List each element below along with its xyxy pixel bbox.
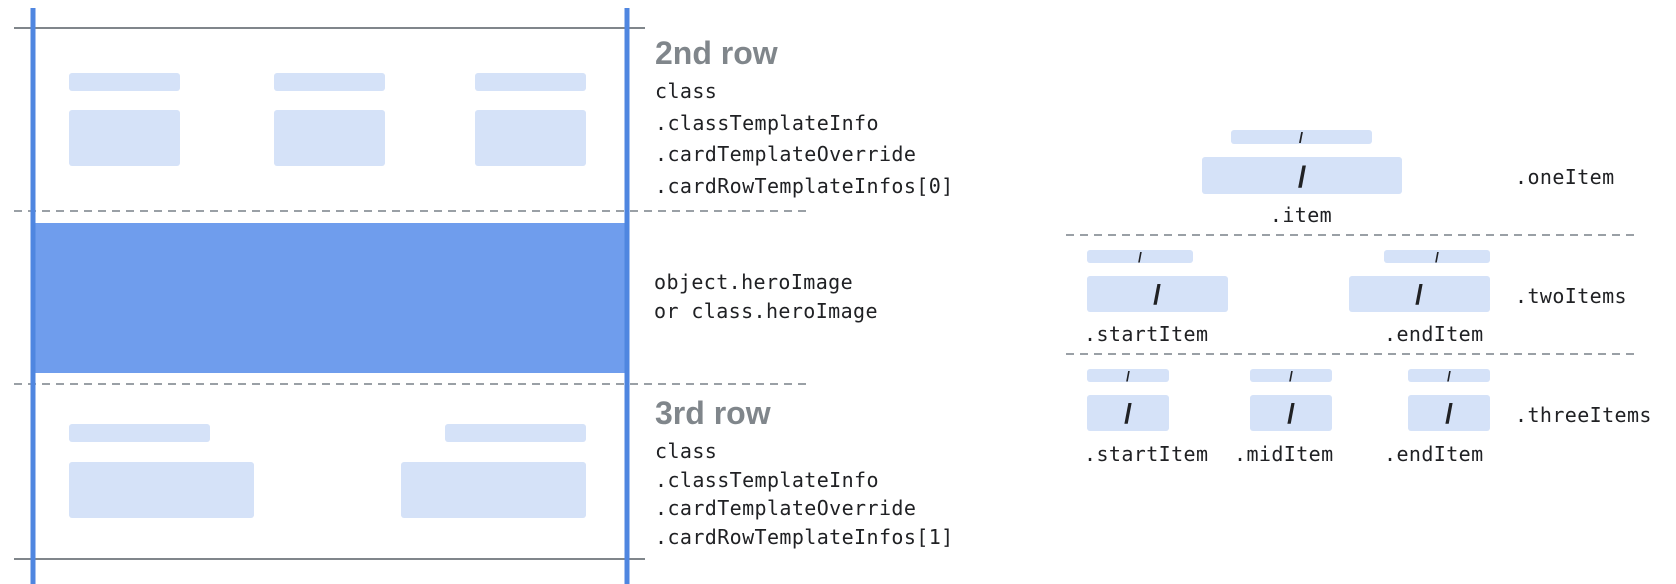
second-row-annotation: 2nd row class .classTemplateInfo .cardTe… (655, 35, 954, 198)
second-row-heading: 2nd row (655, 35, 778, 71)
placeholder-body (69, 462, 254, 518)
placeholder-body (401, 462, 586, 518)
start-item-header-placeholder (1087, 250, 1193, 263)
second-row-line: class (655, 79, 717, 103)
hero-line: or class.heroImage (654, 299, 878, 323)
slash-separator: / (1124, 398, 1132, 429)
mid-item-header-placeholder (1250, 369, 1332, 382)
one-item-label: .oneItem (1515, 165, 1615, 189)
two-items-layout: / / / / .startItem .endItem .twoItems (1084, 249, 1627, 346)
start-item-body-placeholder (1087, 395, 1169, 431)
end-item-body-placeholder (1349, 276, 1490, 312)
third-row-line: class (655, 439, 717, 463)
second-row-line: .classTemplateInfo (655, 111, 879, 135)
three-items-label: .threeItems (1515, 403, 1652, 427)
third-row-placeholders (69, 424, 586, 518)
end-item-label: .endItem (1384, 442, 1484, 466)
third-row-line: .cardTemplateOverride (655, 496, 916, 520)
item-label: .item (1270, 203, 1332, 227)
second-row-line: .cardTemplateOverride (655, 142, 916, 166)
slash-separator: / (1299, 130, 1304, 147)
hero-line: object.heroImage (654, 270, 853, 294)
second-row-placeholders (69, 73, 586, 166)
slash-separator: / (1138, 249, 1142, 265)
placeholder-body (475, 110, 586, 166)
hero-image-area (32, 223, 626, 373)
third-row-heading: 3rd row (655, 395, 771, 431)
placeholder-header (69, 73, 180, 91)
three-items-layout: / / / / / / .startItem .midItem .endItem… (1084, 368, 1652, 466)
placeholder-header (445, 424, 586, 442)
start-item-label: .startItem (1084, 322, 1208, 346)
slash-separator: / (1287, 398, 1295, 429)
end-item-body-placeholder (1408, 395, 1490, 431)
item-header-placeholder (1231, 130, 1372, 144)
third-row-line: .classTemplateInfo (655, 468, 879, 492)
slash-separator: / (1415, 279, 1423, 310)
start-item-label: .startItem (1084, 442, 1208, 466)
placeholder-body (274, 110, 385, 166)
end-item-label: .endItem (1384, 322, 1484, 346)
slash-separator: / (1289, 368, 1293, 384)
third-row-annotation: 3rd row class .classTemplateInfo .cardTe… (655, 395, 954, 549)
end-item-header-placeholder (1384, 250, 1490, 263)
placeholder-header (475, 73, 586, 91)
slash-separator: / (1298, 161, 1307, 194)
two-items-label: .twoItems (1515, 284, 1627, 308)
item-body-placeholder (1202, 157, 1402, 194)
start-item-body-placeholder (1087, 276, 1228, 312)
slash-separator: / (1126, 368, 1130, 384)
placeholder-body (69, 110, 180, 166)
start-item-header-placeholder (1087, 369, 1169, 382)
second-row-line: .cardRowTemplateInfos[0] (655, 174, 954, 198)
hero-annotation: object.heroImage or class.heroImage (654, 270, 878, 323)
mid-item-body-placeholder (1250, 395, 1332, 431)
slash-separator: / (1153, 279, 1161, 310)
one-item-layout: / / .item .oneItem (1202, 130, 1615, 227)
mid-item-label: .midItem (1234, 442, 1334, 466)
placeholder-header (69, 424, 210, 442)
card-mockup (14, 8, 806, 584)
third-row-line: .cardRowTemplateInfos[1] (655, 525, 954, 549)
placeholder-header (274, 73, 385, 91)
slash-separator: / (1435, 249, 1439, 265)
end-item-header-placeholder (1408, 369, 1490, 382)
slash-separator: / (1447, 368, 1451, 384)
slash-separator: / (1445, 398, 1453, 429)
